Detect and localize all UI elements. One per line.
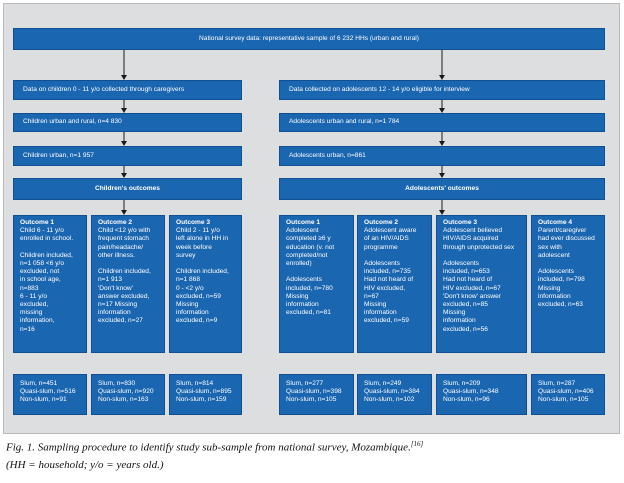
adol-outcome-3-title: Outcome 3 [443, 219, 478, 226]
adolescents-data-text: Data collected on adolescents 12 - 14 y/… [289, 85, 470, 93]
adolescents-urban-text: Adolescents urban, n=861 [289, 151, 366, 159]
arrow-adolescents-2 [439, 132, 445, 146]
children-urban-box: Children urban, n=1 957 [13, 146, 242, 166]
child-outcome-3-stats: Slum, n=814 Quasi-slum, n=895 Non-slum, … [169, 374, 242, 415]
adol-outcome-2-text: Adolescent aware of an HIV/AIDS programm… [364, 227, 417, 325]
arrow-adolescents-3 [439, 166, 445, 178]
children-outcomes-title: Children's outcomes [95, 184, 160, 192]
national-survey-box: National survey data: representative sam… [13, 28, 605, 50]
arrow-children-outcomes [121, 200, 127, 215]
children-urban-rural-text: Children urban and rural, n=4 830 [23, 118, 122, 126]
children-data-text: Data on children 0 - 11 y/o collected th… [23, 85, 185, 93]
adolescents-urban-box: Adolescents urban, n=861 [279, 146, 605, 166]
child-outcome-3-box: Outcome 3 Child 2 - 11 y/o left alone in… [169, 215, 242, 353]
child-outcome-2-title: Outcome 2 [98, 219, 133, 226]
figure-caption: Fig. 1. Sampling procedure to identify s… [6, 440, 423, 454]
adol-outcome-4-box: Outcome 4 Parent/caregiver had ever disc… [531, 215, 605, 353]
child-outcome-2-text: Child <12 y/o with frequent stomach pain… [98, 227, 151, 325]
adol-outcome-1-box: Outcome 1 Adolescent completed ≥6 y educ… [279, 215, 354, 353]
children-urban-rural-box: Children urban and rural, n=4 830 [13, 113, 242, 132]
children-urban-text: Children urban, n=1 957 [23, 151, 94, 159]
adol-outcome-3-box: Outcome 3 Adolescent believed HIV/AIDS a… [436, 215, 527, 353]
arrow-top-to-adolescents [439, 50, 445, 80]
arrow-top-to-children [121, 50, 127, 80]
arrow-adolescents-1 [439, 100, 445, 113]
arrow-adolescents-outcomes [439, 200, 445, 215]
arrow-children-3 [121, 166, 127, 178]
adol-outcome-4-stats: Slum, n=287 Quasi-slum, n=406 Non-slum, … [531, 374, 605, 415]
arrow-children-2 [121, 132, 127, 146]
adolescents-urban-rural-text: Adolescents urban and rural, n=1 784 [289, 118, 400, 126]
adolescents-urban-rural-box: Adolescents urban and rural, n=1 784 [279, 113, 605, 132]
child-outcome-3-title: Outcome 3 [176, 219, 211, 226]
caption-line-2: (HH = household; y/o = years old.) [6, 459, 164, 471]
adol-outcome-2-title: Outcome 2 [364, 219, 399, 226]
child-outcome-2-stats: Slum, n=830 Quasi-slum, n=920 Non-slum, … [91, 374, 165, 415]
child-outcome-3-text: Child 2 - 11 y/o left alone in HH in wee… [176, 227, 229, 325]
adol-outcome-4-text: Parent/caregiver had ever discussed sex … [538, 227, 595, 309]
adol-outcome-3-stats: Slum, n=209 Quasi-slum, n=348 Non-slum, … [436, 374, 527, 415]
child-outcome-1-text: Child 6 - 11 y/o enrolled in school. Chi… [20, 227, 74, 333]
arrow-children-1 [121, 100, 127, 113]
children-data-box: Data on children 0 - 11 y/o collected th… [13, 80, 242, 100]
child-outcome-1-box: Outcome 1 Child 6 - 11 y/o enrolled in s… [13, 215, 87, 353]
caption-reference: [16] [410, 440, 424, 448]
adol-outcome-3-text: Adolescent believed HIV/AIDS acquired th… [443, 227, 515, 333]
adol-outcome-1-text: Adolescent completed ≥6 y education (v. … [286, 227, 335, 317]
adol-outcome-4-title: Outcome 4 [538, 219, 573, 226]
adol-outcome-1-title: Outcome 1 [286, 219, 321, 226]
caption-line-1: Fig. 1. Sampling procedure to identify s… [6, 441, 411, 454]
adol-outcome-2-box: Outcome 2 Adolescent aware of an HIV/AID… [357, 215, 432, 353]
adolescents-data-box: Data collected on adolescents 12 - 14 y/… [279, 80, 605, 100]
adolescents-outcomes-header: Adolescents' outcomes [279, 178, 605, 200]
child-outcome-1-title: Outcome 1 [20, 219, 55, 226]
adolescents-outcomes-title: Adolescents' outcomes [405, 184, 479, 192]
national-survey-text: National survey data: representative sam… [199, 34, 419, 42]
adol-outcome-2-stats: Slum, n=249 Quasi-slum, n=384 Non-slum, … [357, 374, 432, 415]
child-outcome-1-stats: Slum, n=451 Quasi-slum, n=516 Non-slum, … [13, 374, 87, 415]
adol-outcome-1-stats: Slum, n=277 Quasi-slum, n=398 Non-slum, … [279, 374, 354, 415]
children-outcomes-header: Children's outcomes [13, 178, 242, 200]
child-outcome-2-box: Outcome 2 Child <12 y/o with frequent st… [91, 215, 165, 353]
